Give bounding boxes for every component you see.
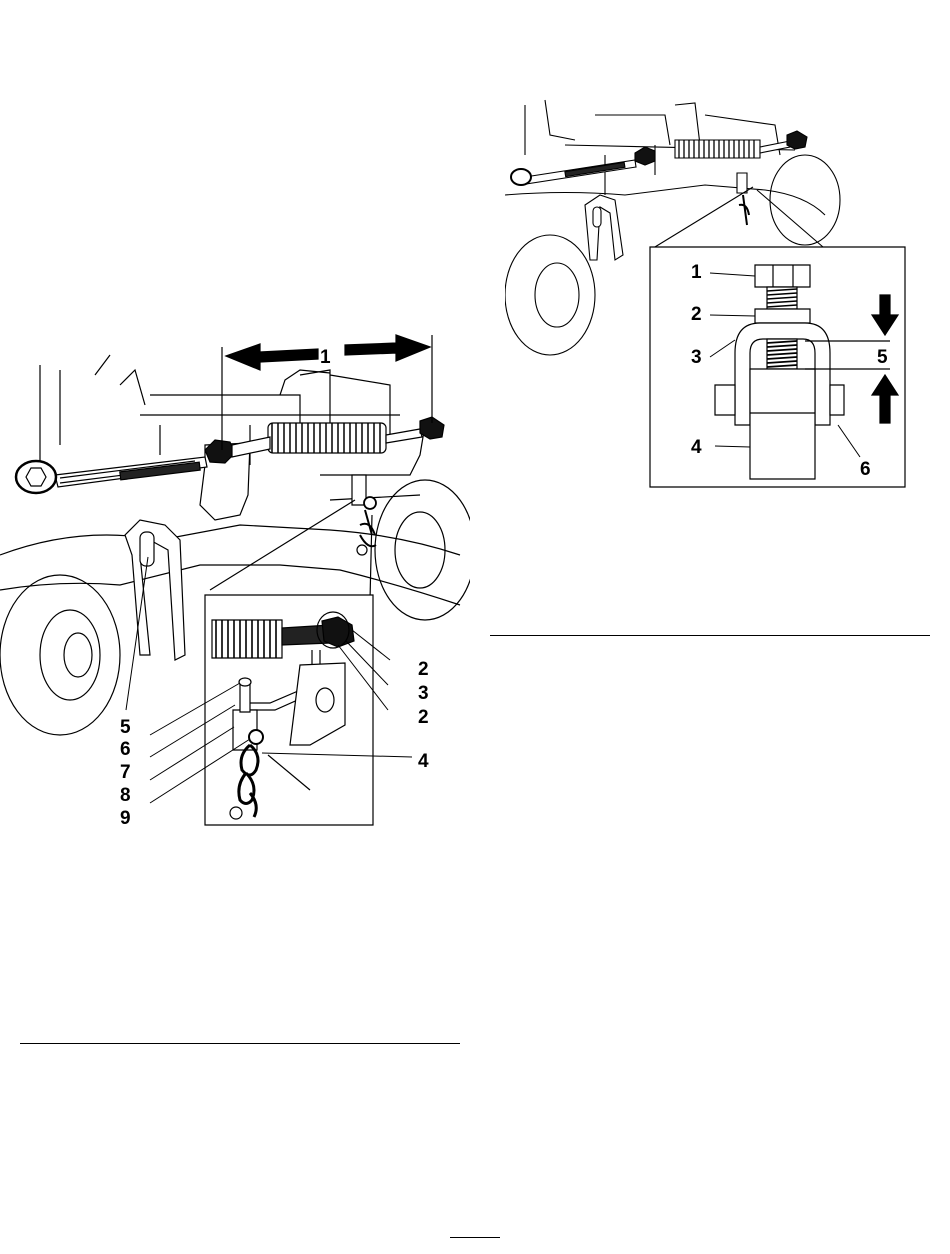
- right-callout-5: 5: [877, 347, 888, 368]
- r-spring-rod-right: [760, 141, 790, 153]
- right-tire-inner: [395, 512, 445, 588]
- r-left-tire-inner: [535, 263, 579, 327]
- r-side-bolt-right: [830, 385, 844, 415]
- right-tire: [375, 480, 470, 620]
- right-callout-1: 1: [691, 262, 702, 283]
- detail-chain-bolt: [249, 730, 263, 744]
- r-spring-end-nut: [787, 131, 807, 149]
- right-callout-4: 4: [691, 437, 702, 458]
- left-callout-9: 9: [120, 808, 131, 829]
- left-callout-3: 3: [418, 683, 429, 704]
- dimension-arrow-left: [226, 344, 318, 370]
- left-column-rule: [20, 1043, 460, 1044]
- left-callout-8: 8: [120, 785, 131, 806]
- chain-small: [360, 510, 376, 546]
- r-chain-small: [739, 195, 749, 225]
- spring-hook-rod: [386, 429, 422, 443]
- r-inset-leader-1: [650, 187, 753, 250]
- figure-right-clevis-gap: 1 2 3 4 5 6: [505, 95, 925, 495]
- left-tire-arc-outer: [0, 575, 120, 735]
- r-rod-nut: [635, 147, 655, 165]
- detail-inset: [205, 595, 373, 825]
- r-detail-inset: [650, 247, 905, 487]
- r-block: [750, 369, 815, 479]
- r-rod-eye: [511, 169, 531, 185]
- r-hook-pin: [593, 207, 601, 227]
- chain-bolt-small: [364, 497, 376, 509]
- left-callout-7: 7: [120, 762, 131, 783]
- r-frame-lower: [505, 185, 825, 215]
- right-column-rule: [490, 635, 930, 636]
- chain-end-bolt-small: [357, 545, 367, 555]
- left-callout-5: 5: [120, 717, 131, 738]
- r-side-bolt-left: [715, 385, 735, 415]
- rod-eye-nut: [26, 468, 46, 486]
- r-bolt-head: [755, 265, 810, 287]
- detail-clevis-bolt-head: [239, 678, 251, 686]
- page-number-rule: [450, 1237, 500, 1238]
- left-dimension-label: 1: [320, 347, 331, 368]
- detail-chain-end: [230, 807, 242, 819]
- frame-lower: [0, 525, 460, 555]
- r-jam-nut: [755, 309, 810, 323]
- r-clevis-small: [737, 173, 747, 193]
- right-callout-3: 3: [691, 347, 702, 368]
- r-left-tire: [505, 235, 595, 355]
- r-hook-plate: [585, 195, 623, 260]
- right-callout-6: 6: [860, 459, 871, 480]
- spring-rod-left: [232, 437, 270, 457]
- r-spring: [675, 140, 760, 158]
- left-callout-2a: 2: [418, 659, 429, 680]
- right-callout-2: 2: [691, 304, 702, 325]
- left-callout-6: 6: [120, 739, 131, 760]
- left-callout-4: 4: [418, 751, 429, 772]
- left-tire-arc-inner: [40, 610, 100, 700]
- left-callout-2b: 2: [418, 707, 429, 728]
- dimension-arrow-right: [345, 335, 430, 361]
- figure-left-spring-adjustment: 1 2 3 2 4 5 6 7 8 9: [0, 325, 470, 845]
- r-inset-leader-2: [757, 190, 823, 247]
- left-tire-arc-core: [64, 633, 92, 677]
- hook-plate: [125, 520, 185, 660]
